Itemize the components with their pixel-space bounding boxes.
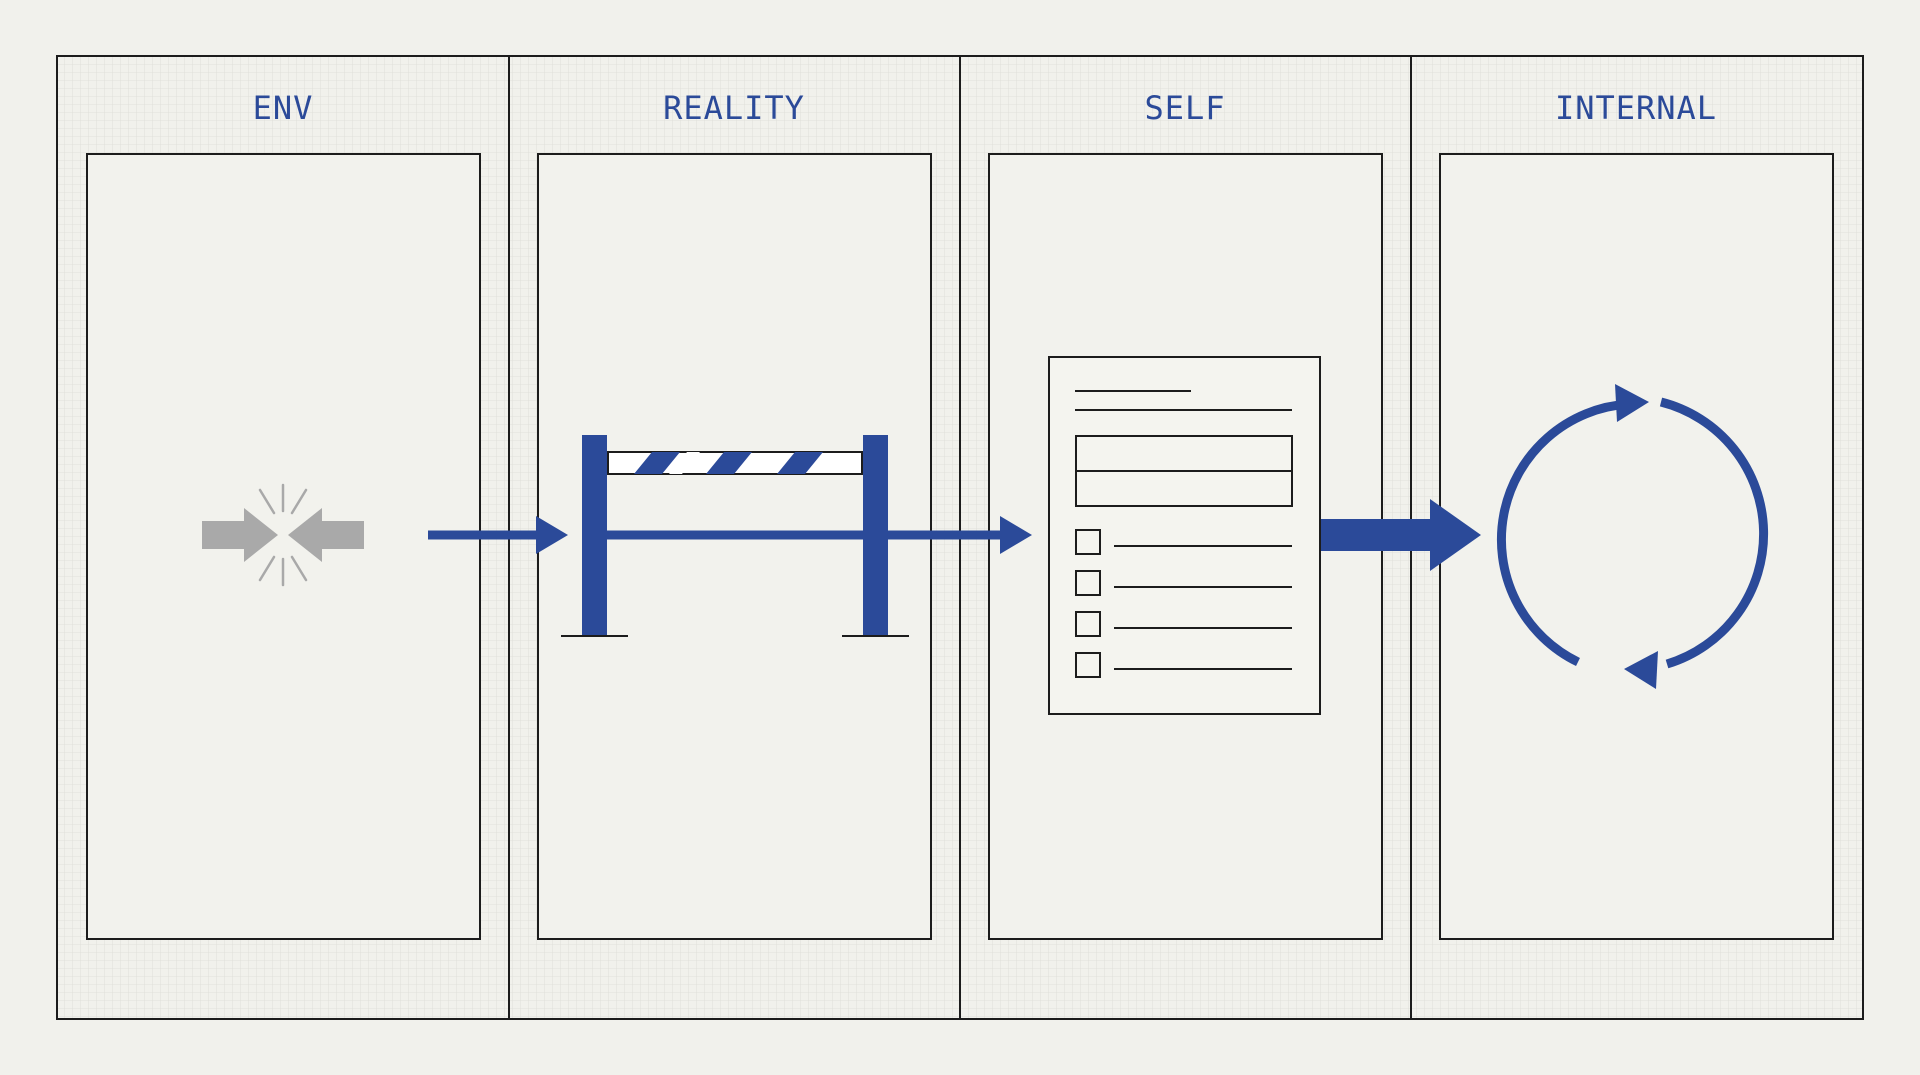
column-label-reality: REALITY — [663, 89, 805, 127]
flow-arrow — [428, 516, 568, 554]
flow-arrow-thick — [1321, 499, 1481, 571]
cycle-icon — [1496, 384, 1769, 689]
panel-env — [86, 153, 481, 940]
checklist-document-icon — [1048, 356, 1321, 715]
column-label-env: ENV — [253, 89, 314, 127]
column-label-internal: INTERNAL — [1555, 89, 1717, 127]
flow-arrow — [606, 516, 1032, 554]
column-label-self: SELF — [1144, 89, 1225, 127]
barrier-icon — [561, 435, 909, 637]
collision-icon — [202, 483, 364, 587]
